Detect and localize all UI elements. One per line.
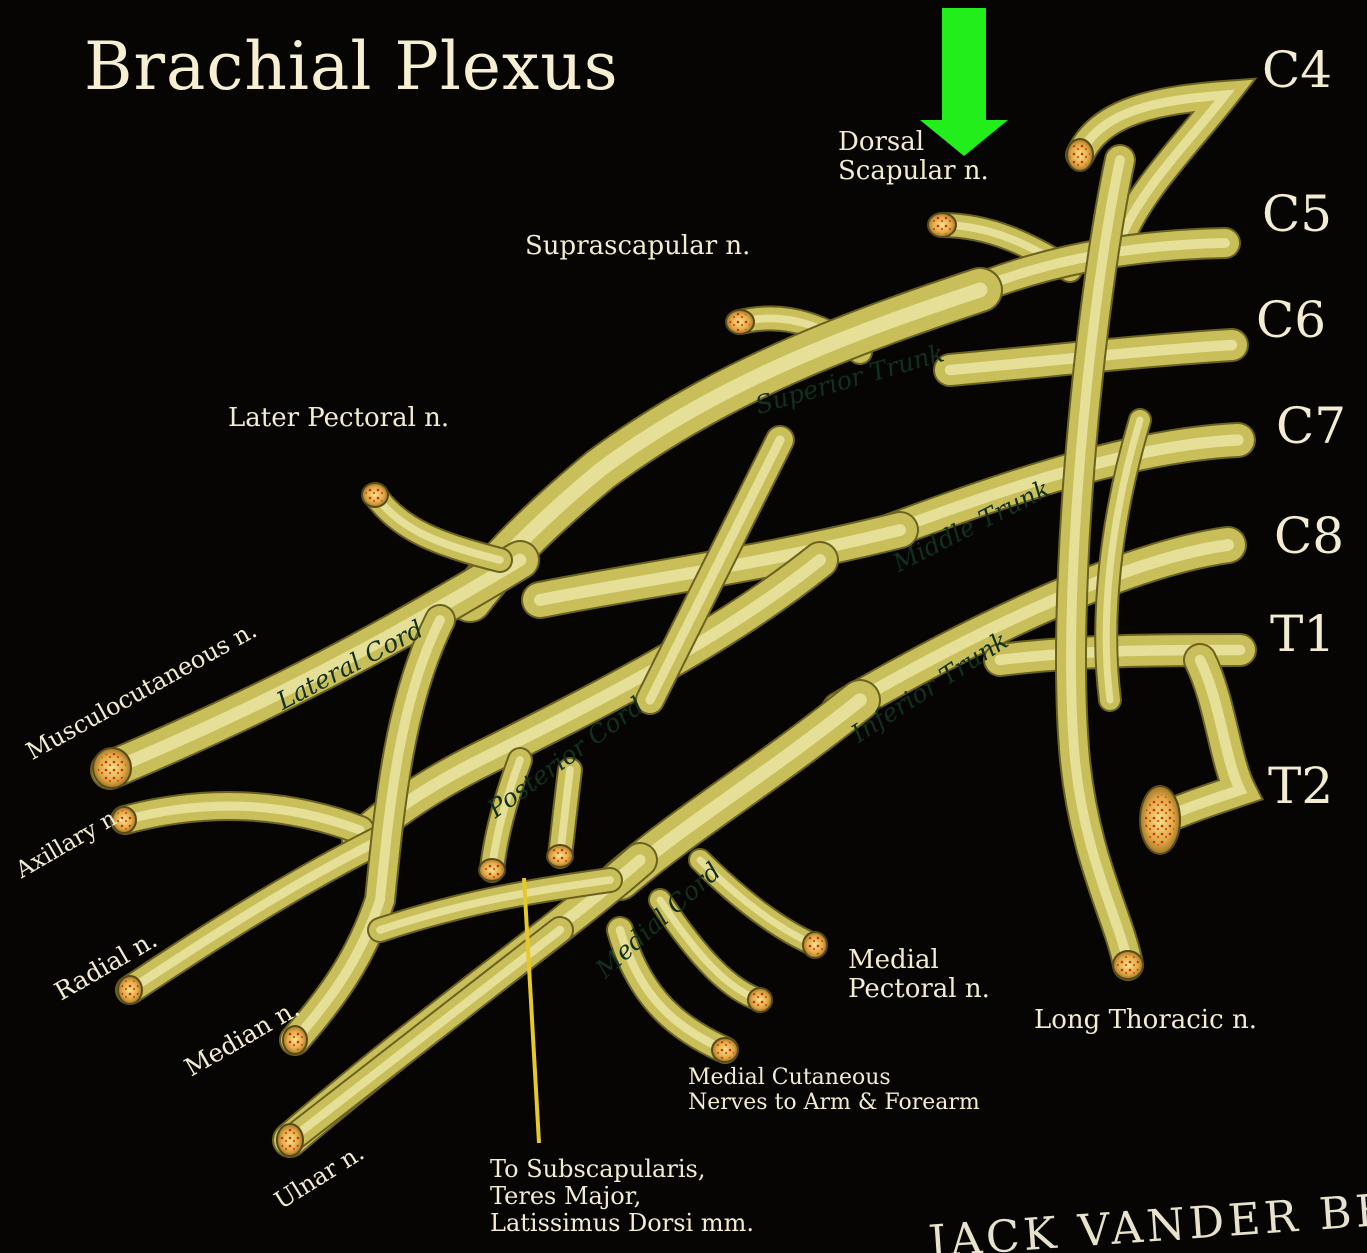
- root-label-c6: C6: [1256, 292, 1326, 348]
- radial-cut-end: [118, 976, 142, 1004]
- subscapular-label: To Subscapularis, Teres Major, Latissimu…: [490, 1156, 754, 1237]
- dorsal-scapular-line2: Scapular n.: [838, 157, 989, 186]
- medial-cutaneous-2-cut-end: [712, 1038, 738, 1062]
- ulnar-nerve-layer2: [290, 930, 560, 1140]
- lateral-pectoral-label: Later Pectoral n.: [228, 404, 449, 433]
- medial-pectoral-line2: Pectoral n.: [848, 975, 990, 1004]
- page-title: Brachial Plexus: [84, 30, 619, 104]
- medial-pectoral-cut-end: [803, 932, 827, 958]
- root-label-t2: T2: [1268, 758, 1333, 814]
- c4-cut-end: [1067, 139, 1093, 171]
- long-thoracic-label: Long Thoracic n.: [1034, 1006, 1257, 1035]
- subscapular-line2: Teres Major,: [490, 1183, 754, 1210]
- dorsal-scapular-label: Dorsal Scapular n.: [838, 128, 989, 186]
- root-label-c5: C5: [1262, 186, 1332, 242]
- subscapular-2-cut-end: [547, 845, 573, 867]
- subscapular-1-cut-end: [479, 859, 505, 881]
- median-cut-end: [283, 1026, 307, 1054]
- root-label-c8: C8: [1274, 508, 1344, 564]
- root-label-t1: T1: [1270, 606, 1335, 662]
- long-thoracic-cut-end: [1113, 951, 1143, 979]
- suprascapular-cut-end: [726, 310, 754, 334]
- dorsal-scapular-cut-end: [928, 213, 956, 237]
- subscapular-pointer-line: [524, 878, 539, 1143]
- medial-pectoral-label: Medial Pectoral n.: [848, 946, 990, 1004]
- subscapular-line3: Latissimus Dorsi mm.: [490, 1210, 754, 1237]
- medial-cutaneous-line2: Nerves to Arm & Forearm: [688, 1091, 980, 1116]
- subscapular-line1: To Subscapularis,: [490, 1156, 754, 1183]
- medial-cutaneous-label: Medial Cutaneous Nerves to Arm & Forearm: [688, 1066, 980, 1115]
- ulnar-cut-end: [277, 1124, 303, 1156]
- medial-cutaneous-1-cut-end: [748, 988, 772, 1012]
- root-label-c7: C7: [1276, 398, 1346, 454]
- root-label-c4: C4: [1262, 42, 1332, 98]
- suprascapular-label: Suprascapular n.: [525, 232, 750, 261]
- t2-cut-end: [1140, 786, 1180, 854]
- musculocutaneous-cut-end: [93, 748, 131, 788]
- medial-cutaneous-line1: Medial Cutaneous: [688, 1066, 980, 1091]
- medial-pectoral-line1: Medial: [848, 946, 990, 975]
- lateral-pectoral-cut-end: [362, 483, 388, 507]
- dorsal-scapular-line1: Dorsal: [838, 128, 989, 157]
